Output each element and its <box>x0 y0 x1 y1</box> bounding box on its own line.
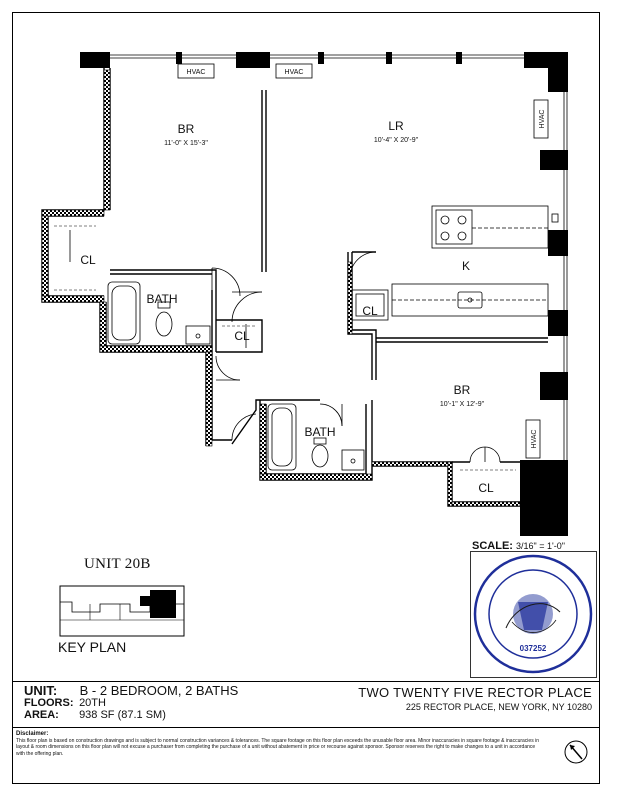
unit-row: UNIT: B - 2 BEDROOM, 2 BATHS <box>24 683 239 698</box>
windows <box>110 54 568 460</box>
room-name-cl4: CL <box>478 481 494 495</box>
hvac-unit <box>525 419 541 459</box>
room-dims-lr: 10'-4" X 20'-9" <box>374 137 419 144</box>
wall-segment <box>236 52 270 68</box>
pantry-closet <box>351 289 389 321</box>
hvac-label: HVAC <box>531 430 538 449</box>
wall-segment <box>80 52 110 68</box>
room-name-cl1: CL <box>80 253 96 267</box>
area-value: 938 SF (87.1 SM) <box>79 709 166 721</box>
unit-title: UNIT 20B <box>84 556 151 572</box>
page-frame <box>12 12 600 784</box>
architect-seal: 037252 <box>473 554 593 674</box>
room-dims-br1: 11'-0" X 15'-3" <box>164 140 208 147</box>
door-swing <box>231 413 257 441</box>
wall-segment <box>548 310 568 336</box>
floors-label: FLOORS: <box>24 697 74 709</box>
floors-row: FLOORS: 20TH <box>24 697 238 709</box>
bathtub <box>267 403 297 471</box>
wall-segment <box>520 460 568 536</box>
seal-number: 037252 <box>520 644 547 653</box>
door-swing <box>349 251 377 279</box>
door-swing <box>484 446 501 463</box>
door-swing <box>215 355 241 381</box>
hvac-label: HVAC <box>539 110 546 129</box>
key-plan-label: KEY PLAN <box>58 639 127 655</box>
closet-rods <box>54 225 516 471</box>
floors-value: 20TH <box>79 697 106 709</box>
room-name-kitchen: K <box>462 259 470 273</box>
door-swing <box>469 446 486 463</box>
door-swing <box>211 267 241 297</box>
building-address: 225 RECTOR PLACE, NEW YORK, NY 10280 <box>405 702 592 712</box>
room-dims-br2: 10'-1" X 12'-9" <box>440 401 485 408</box>
bath-fixtures <box>107 281 365 471</box>
room-name-br1: BR <box>178 122 195 136</box>
area-row: AREA: 938 SF (87.1 SM) <box>24 709 238 721</box>
disclaimer: Disclaimer: This floor plan is based on … <box>12 727 600 757</box>
building-name: TWO TWENTY FIVE RECTOR PLACE <box>358 685 592 700</box>
wall-segment <box>540 372 568 400</box>
disclaimer-title: Disclaimer: <box>16 731 49 737</box>
toilet-tank <box>157 301 171 309</box>
north-arrow-icon <box>564 740 588 764</box>
toilet-bowl <box>155 311 173 337</box>
wall-segment <box>548 52 568 92</box>
hatched-walls <box>41 69 521 507</box>
unit-label: UNIT: <box>24 683 58 698</box>
cooktop <box>435 209 473 245</box>
kitchen-fixtures <box>351 205 559 321</box>
wall-segment <box>548 230 568 256</box>
door-swing <box>231 291 263 323</box>
seal-frame <box>470 551 597 678</box>
kitchen-sink <box>457 291 483 309</box>
hvac-label: HVAC <box>187 69 206 76</box>
vanity-sink <box>185 325 211 345</box>
wall-segment <box>540 150 568 170</box>
hvac-unit <box>177 63 215 79</box>
scale-label: SCALE: <box>472 540 513 552</box>
hvac-units: HVAC HVAC HVAC HVAC <box>177 63 549 459</box>
interior-walls <box>41 68 548 507</box>
room-name-lr: LR <box>388 119 404 133</box>
room-name-cl2: CL <box>234 329 250 343</box>
area-label: AREA: <box>24 709 59 721</box>
hvac-unit <box>275 63 313 79</box>
room-name-cl3: CL <box>362 304 378 318</box>
toilet-tank <box>313 437 327 445</box>
toilet-bowl <box>311 444 329 468</box>
hvac-label: HVAC <box>285 69 304 76</box>
room-name-bath2: BATH <box>304 425 335 439</box>
key-plan <box>59 585 185 637</box>
vanity-sink <box>341 449 365 471</box>
scale-note: SCALE: 3/16" = 1'-0" <box>472 540 565 552</box>
unit-info: UNIT: B - 2 BEDROOM, 2 BATHS FLOORS: 20T… <box>24 683 239 721</box>
doors <box>211 251 501 463</box>
hvac-unit <box>533 99 549 139</box>
unit-value: B - 2 BEDROOM, 2 BATHS <box>79 683 239 698</box>
info-block: UNIT: B - 2 BEDROOM, 2 BATHS FLOORS: 20T… <box>12 681 600 721</box>
bathtub <box>107 281 141 345</box>
outlet <box>551 213 559 223</box>
counter-top <box>431 205 549 249</box>
room-labels: BR 11'-0" X 15'-3" LR 10'-4" X 20'-9" K … <box>80 119 494 495</box>
room-name-bath1: BATH <box>146 292 177 306</box>
scale-value: 3/16" = 1'-0" <box>516 541 565 551</box>
room-name-br2: BR <box>454 383 471 397</box>
key-plan-unit-highlight <box>150 590 176 618</box>
disclaimer-text: This floor plan is based on construction… <box>16 737 539 757</box>
door-swing <box>319 403 343 427</box>
building-info: TWO TWENTY FIVE RECTOR PLACE 225 RECTOR … <box>358 685 592 712</box>
